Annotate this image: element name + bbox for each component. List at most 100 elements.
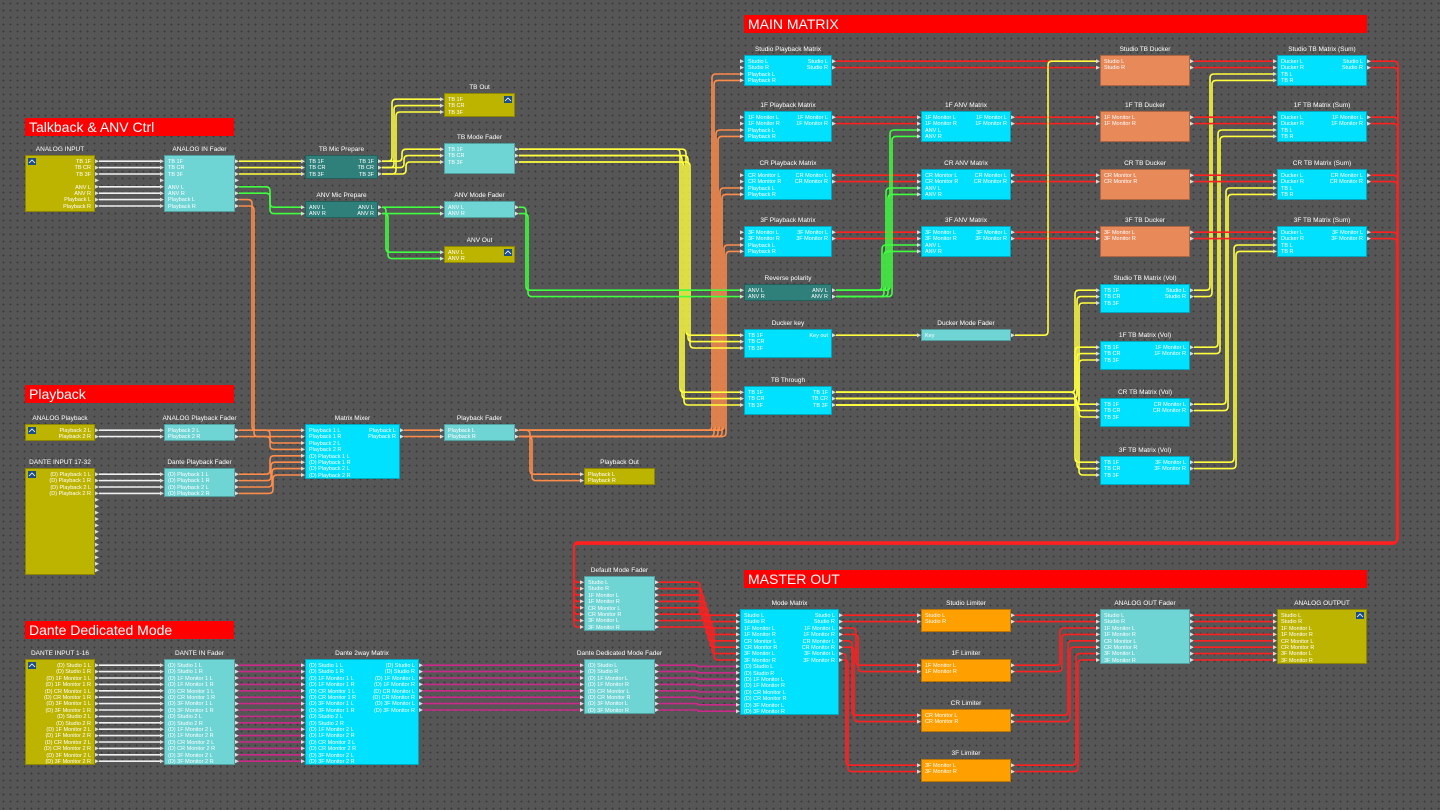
input-port[interactable]: [1273, 72, 1277, 76]
input-port[interactable]: [1273, 638, 1277, 643]
input-port[interactable]: [160, 197, 164, 202]
output-port[interactable]: [655, 695, 659, 700]
output-port[interactable]: [235, 478, 239, 483]
input-port[interactable]: [580, 478, 584, 483]
output-port[interactable]: [95, 701, 99, 706]
input-port[interactable]: [1273, 613, 1277, 618]
input-port[interactable]: [301, 688, 305, 693]
output-port[interactable]: [832, 396, 836, 401]
input-port[interactable]: [1096, 301, 1100, 305]
output-port[interactable]: [235, 695, 239, 700]
input-port[interactable]: [1273, 65, 1277, 70]
block-dante-input-1-16[interactable]: (D) Studio 1 L(D) Studio 1 R(D) 1F Monit…: [25, 659, 95, 765]
output-port[interactable]: [378, 165, 382, 170]
input-port[interactable]: [917, 192, 921, 197]
input-port[interactable]: [917, 179, 921, 184]
input-port[interactable]: [917, 249, 921, 254]
input-port[interactable]: [736, 696, 740, 701]
input-port[interactable]: [160, 752, 164, 757]
block-dante-in-fader[interactable]: (D) Studio 1 L(D) Studio 1 R(D) 1F Monit…: [164, 659, 235, 765]
output-port[interactable]: [1011, 663, 1015, 668]
input-port[interactable]: [740, 179, 744, 184]
input-port[interactable]: [1096, 121, 1100, 126]
input-port[interactable]: [1273, 128, 1277, 132]
output-port[interactable]: [95, 491, 99, 496]
input-port[interactable]: [740, 339, 744, 344]
output-port[interactable]: [235, 485, 239, 489]
input-port[interactable]: [160, 695, 164, 700]
output-port[interactable]: [515, 205, 519, 210]
output-port[interactable]: [235, 669, 239, 674]
output-port[interactable]: [655, 669, 659, 674]
input-port[interactable]: [580, 682, 584, 687]
output-port[interactable]: [515, 147, 519, 152]
input-port[interactable]: [740, 346, 744, 350]
output-port[interactable]: [655, 688, 659, 693]
input-port[interactable]: [160, 165, 164, 170]
input-port[interactable]: [580, 605, 584, 610]
input-port[interactable]: [1096, 173, 1100, 178]
output-port[interactable]: [832, 403, 836, 407]
input-port[interactable]: [1096, 632, 1100, 637]
output-port[interactable]: [832, 333, 836, 338]
output-port[interactable]: [419, 708, 423, 712]
output-port[interactable]: [235, 676, 239, 680]
input-port[interactable]: [160, 172, 164, 176]
input-port[interactable]: [440, 250, 444, 255]
input-port[interactable]: [1273, 619, 1277, 624]
input-port[interactable]: [917, 230, 921, 235]
input-port[interactable]: [736, 651, 740, 656]
input-port[interactable]: [301, 695, 305, 700]
output-port[interactable]: [655, 625, 659, 629]
input-port[interactable]: [301, 159, 305, 164]
output-port[interactable]: [419, 669, 423, 674]
output-port[interactable]: [1011, 115, 1015, 120]
input-port[interactable]: [1096, 351, 1100, 356]
input-port[interactable]: [301, 453, 305, 458]
output-port[interactable]: [235, 759, 239, 764]
input-port[interactable]: [160, 191, 164, 196]
input-port[interactable]: [740, 403, 744, 407]
output-port[interactable]: [95, 759, 99, 764]
input-port[interactable]: [1096, 645, 1100, 650]
output-port[interactable]: [1190, 230, 1194, 235]
input-port[interactable]: [736, 645, 740, 650]
output-port[interactable]: [95, 669, 99, 674]
input-port[interactable]: [917, 619, 921, 624]
output-port[interactable]: [1190, 179, 1194, 184]
output-port[interactable]: [235, 720, 239, 725]
output-port[interactable]: [655, 580, 659, 585]
input-port[interactable]: [440, 211, 444, 216]
input-port[interactable]: [740, 249, 744, 254]
output-port[interactable]: [832, 65, 836, 70]
output-port[interactable]: [839, 658, 843, 662]
input-port[interactable]: [160, 184, 164, 189]
input-port[interactable]: [736, 613, 740, 618]
input-port[interactable]: [1273, 236, 1277, 241]
input-port[interactable]: [917, 769, 921, 774]
output-port[interactable]: [1190, 645, 1194, 650]
input-port[interactable]: [301, 682, 305, 687]
input-port[interactable]: [1096, 65, 1100, 70]
input-port[interactable]: [160, 720, 164, 725]
output-port[interactable]: [419, 688, 423, 693]
output-port[interactable]: [1011, 669, 1015, 674]
input-port[interactable]: [301, 676, 305, 680]
input-port[interactable]: [440, 110, 444, 114]
output-port[interactable]: [1011, 713, 1015, 718]
output-port[interactable]: [839, 619, 843, 624]
output-port[interactable]: [95, 555, 99, 560]
output-port[interactable]: [95, 733, 99, 738]
output-port[interactable]: [95, 746, 99, 751]
input-port[interactable]: [740, 333, 744, 338]
input-port[interactable]: [917, 115, 921, 120]
output-port[interactable]: [1011, 179, 1015, 184]
output-port[interactable]: [378, 205, 382, 210]
output-port[interactable]: [1190, 619, 1194, 624]
block-dante-dedicated-mode-fader[interactable]: (D) Studio L(D) Studio R(D) 1F Monitor L…: [584, 659, 655, 714]
